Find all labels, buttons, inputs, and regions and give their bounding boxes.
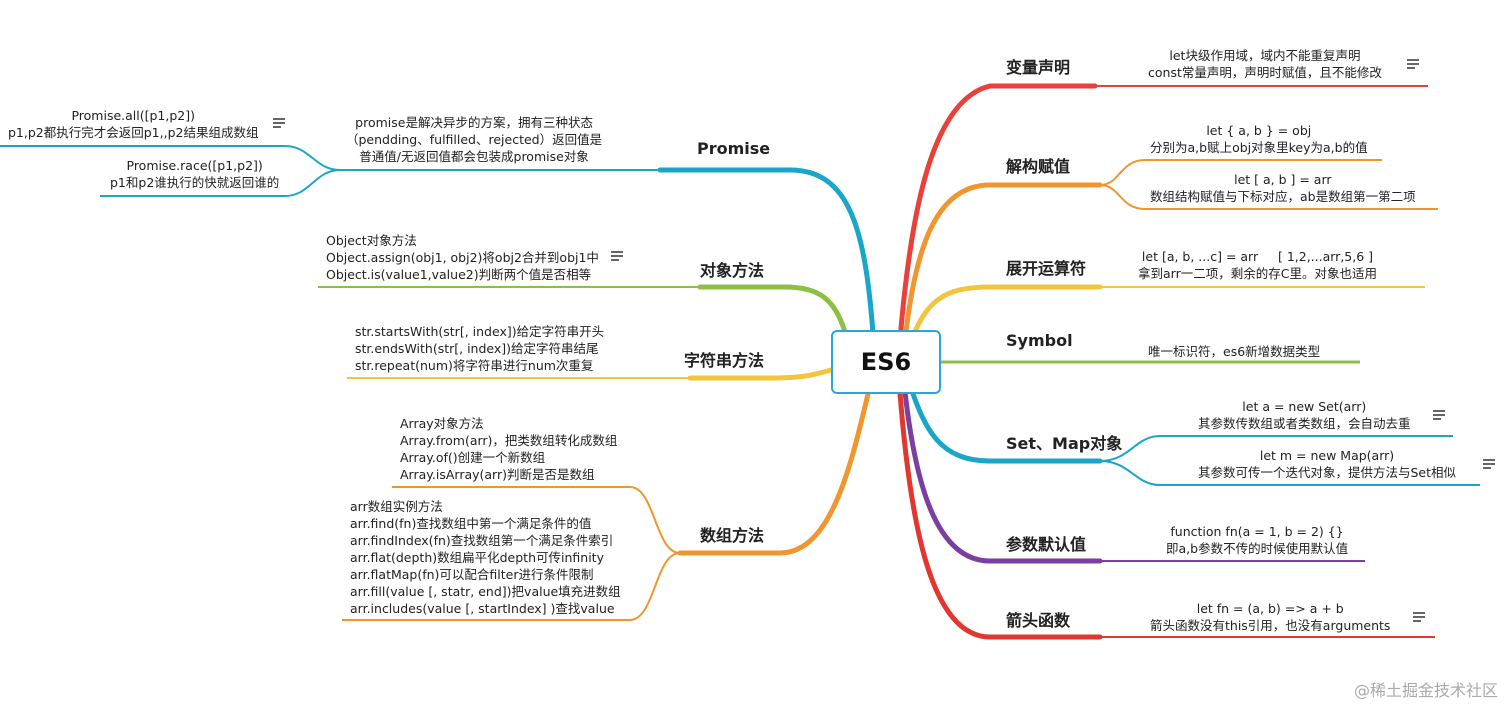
notes-icon[interactable] <box>1483 459 1495 469</box>
topic-arrow-fn[interactable]: 箭头函数 <box>1006 611 1071 630</box>
link-setmap-1 <box>1099 435 1453 462</box>
topic-object-methods[interactable]: 对象方法 <box>700 261 765 280</box>
link-destructure-1 <box>1099 159 1382 186</box>
topic-default-params[interactable]: 参数默认值 <box>1006 535 1087 554</box>
link-string <box>687 367 834 381</box>
topic-string-methods[interactable]: 字符串方法 <box>684 351 765 370</box>
notes-icon[interactable] <box>1407 59 1419 69</box>
topic-set-map[interactable]: Set、Map对象 <box>1006 434 1123 453</box>
note-spread[interactable]: let [a, b, ...c] = arr [ 1,2,...arr,5,6 … <box>1138 249 1377 281</box>
link-destructure-2 <box>1099 184 1438 210</box>
notes-icon[interactable] <box>1433 410 1445 420</box>
link-promise-all <box>0 145 341 171</box>
notes-icon[interactable] <box>1413 612 1425 622</box>
link-array-2 <box>342 552 681 621</box>
link-promise <box>657 167 876 336</box>
link-var-decl <box>897 83 1098 343</box>
link-setmap <box>907 382 1103 464</box>
note-map[interactable]: let m = new Map(arr) 其参数可传一个迭代对象，提供方法与Se… <box>1198 448 1457 480</box>
note-symbol[interactable]: 唯一标识符，es6新增数据类型 <box>1148 344 1321 359</box>
note-default-params[interactable]: function fn(a = 1, b = 2) {} 即a,b参数不传的时候… <box>1166 524 1349 556</box>
topic-symbol[interactable]: Symbol <box>1006 331 1073 350</box>
note-promise-race[interactable]: Promise.race([p1,p2]) p1和p2谁执行的快就返回谁的 <box>110 158 280 190</box>
note-var-decl[interactable]: let块级作用域，域内不能重复声明 const常量声明，声明时赋值，且不能修改 <box>1148 48 1382 80</box>
central-topic[interactable]: ES6 <box>831 330 941 394</box>
link-array <box>677 391 871 556</box>
note-promise-all[interactable]: Promise.all([p1,p2]) p1,p2都执行完才会返回p1,,p2… <box>8 108 259 140</box>
note-arrow-fn[interactable]: let fn = (a, b) => a + b 箭头函数没有this引用，也没… <box>1150 601 1391 633</box>
note-object-methods[interactable]: Object对象方法 Object.assign(obj1, obj2)将obj… <box>326 233 599 282</box>
note-promise[interactable]: promise是解决异步的方案，拥有三种状态 （pendding、fulfill… <box>346 115 603 164</box>
note-set[interactable]: let a = new Set(arr) 其参数传数组或者类数组，会自动去重 <box>1198 399 1411 431</box>
link-object <box>697 284 848 335</box>
link-default-params <box>902 389 1103 564</box>
topic-var-decl[interactable]: 变量声明 <box>1006 58 1071 77</box>
link-array-1 <box>392 486 681 554</box>
topic-spread[interactable]: 展开运算符 <box>1006 259 1087 278</box>
link-destructure <box>902 182 1103 343</box>
topic-array-methods[interactable]: 数组方法 <box>700 526 765 545</box>
link-setmap-2 <box>1099 460 1480 486</box>
watermark: @稀土掘金技术社区 <box>1353 681 1498 700</box>
link-arrow <box>897 390 1103 640</box>
notes-icon[interactable] <box>273 118 285 128</box>
note-destructure-arr[interactable]: let [ a, b ] = arr 数组结构赋值与下标对应，ab是数组第一第二… <box>1150 172 1416 204</box>
note-array-instance[interactable]: arr数组实例方法 arr.find(fn)查找数组中第一个满足条件的值 arr… <box>350 499 621 616</box>
note-string-methods[interactable]: str.startsWith(str[, index])给定字符串开头 str.… <box>355 324 605 373</box>
note-destructure-obj[interactable]: let { a, b } = obj 分别为a,b赋上obj对象里key为a,b… <box>1150 123 1368 155</box>
notes-icon[interactable] <box>611 251 623 261</box>
topic-promise[interactable]: Promise <box>697 139 771 158</box>
note-array-static[interactable]: Array对象方法 Array.from(arr)，把类数组转化成数组 Arra… <box>400 416 618 482</box>
link-promise-race <box>100 169 341 197</box>
topic-destructure[interactable]: 解构赋值 <box>1006 157 1071 176</box>
